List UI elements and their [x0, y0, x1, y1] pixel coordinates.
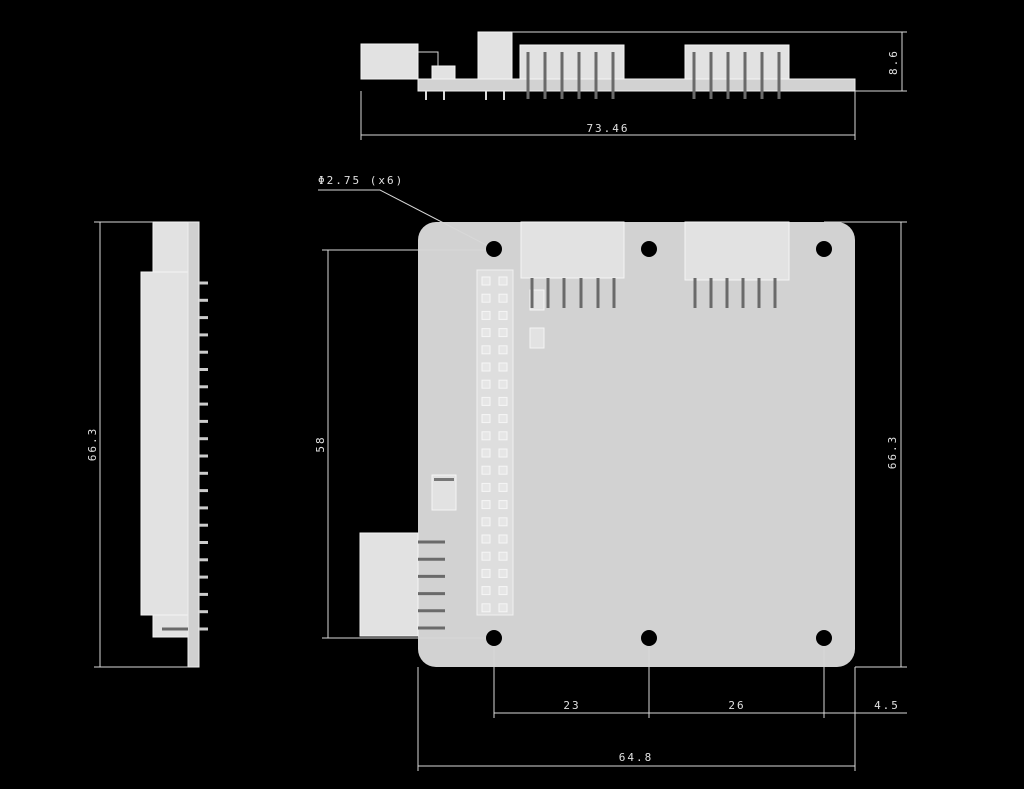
header-pad	[481, 414, 491, 424]
header-pad	[498, 586, 508, 596]
header-pad	[481, 568, 491, 578]
header-pad	[498, 414, 508, 424]
header-pad	[498, 396, 508, 406]
side-component-body	[140, 271, 189, 616]
header-pad	[498, 345, 508, 355]
header-pad	[481, 431, 491, 441]
header-pad	[481, 396, 491, 406]
top-board-edge	[417, 78, 856, 92]
smd-marking	[434, 478, 454, 481]
mounting-hole	[816, 241, 832, 257]
header-pad	[481, 345, 491, 355]
top-tall-component	[477, 31, 513, 80]
top-left-connector-block	[360, 43, 419, 80]
header-pad	[498, 310, 508, 320]
side-elevation-view: 66.3	[86, 221, 200, 668]
mounting-hole	[641, 630, 657, 646]
pcb-board	[418, 222, 855, 667]
mounting-hole	[486, 630, 502, 646]
header-pad	[481, 293, 491, 303]
mounting-hole	[816, 630, 832, 646]
header-pad	[498, 379, 508, 389]
connector-2	[684, 221, 790, 281]
connector-1	[520, 221, 625, 279]
header-pad	[498, 431, 508, 441]
mounting-hole	[486, 241, 502, 257]
header-pad	[481, 551, 491, 561]
header-pad	[498, 534, 508, 544]
hole-callout: Φ2.75 (x6)	[318, 174, 404, 187]
header-pad	[481, 500, 491, 510]
header-pad	[481, 379, 491, 389]
side-board-edge	[187, 221, 200, 668]
top-elevation-view: 73.46 8.6	[360, 31, 907, 140]
top-connector-1	[519, 44, 625, 80]
dimension-label-23: 23	[563, 699, 580, 712]
generated-details	[162, 52, 832, 646]
header-pad	[498, 517, 508, 527]
header-pad	[481, 448, 491, 458]
top-small-component	[431, 65, 456, 80]
side-bottom-connector	[152, 614, 189, 638]
header-pad	[481, 328, 491, 338]
header-pad	[498, 500, 508, 510]
header-pad	[498, 328, 508, 338]
header-pad	[498, 551, 508, 561]
header-pad	[498, 568, 508, 578]
header-pad	[481, 276, 491, 286]
header-pad	[498, 276, 508, 286]
header-pad	[481, 586, 491, 596]
header-pad	[498, 465, 508, 475]
mounting-hole	[641, 241, 657, 257]
header-pad	[498, 362, 508, 372]
dimension-label-26: 26	[728, 699, 745, 712]
dimension-label-hole-vertical: 58	[314, 435, 327, 452]
header-pad	[481, 310, 491, 320]
hole-leader-line	[318, 189, 495, 250]
dimension-label-board-width: 64.8	[619, 751, 654, 764]
header-pad	[481, 534, 491, 544]
dimension-label-4-5: 4.5	[874, 699, 900, 712]
header-pad	[498, 482, 508, 492]
dimension-label-width: 73.46	[586, 122, 629, 135]
top-connector-2	[684, 44, 790, 80]
plan-view: Φ2.75 (x6) 58 66.3 23 26 4.5 64.8	[314, 174, 907, 771]
top-wire	[418, 51, 439, 66]
header-pad	[481, 362, 491, 372]
dimension-label-height: 8.6	[887, 49, 900, 75]
gpio-header-2x20	[476, 269, 514, 616]
side-top-connector	[152, 221, 189, 273]
header-pad	[498, 603, 508, 613]
header-pad	[481, 465, 491, 475]
header-pad	[481, 517, 491, 527]
transistor-2	[529, 327, 545, 349]
header-pad	[481, 603, 491, 613]
header-pad	[498, 293, 508, 303]
header-pad	[481, 482, 491, 492]
header-pad	[498, 448, 508, 458]
dimension-label-board-height: 66.3	[886, 435, 899, 470]
side-connector	[359, 532, 419, 637]
dimension-label-side-height: 66.3	[86, 427, 99, 462]
